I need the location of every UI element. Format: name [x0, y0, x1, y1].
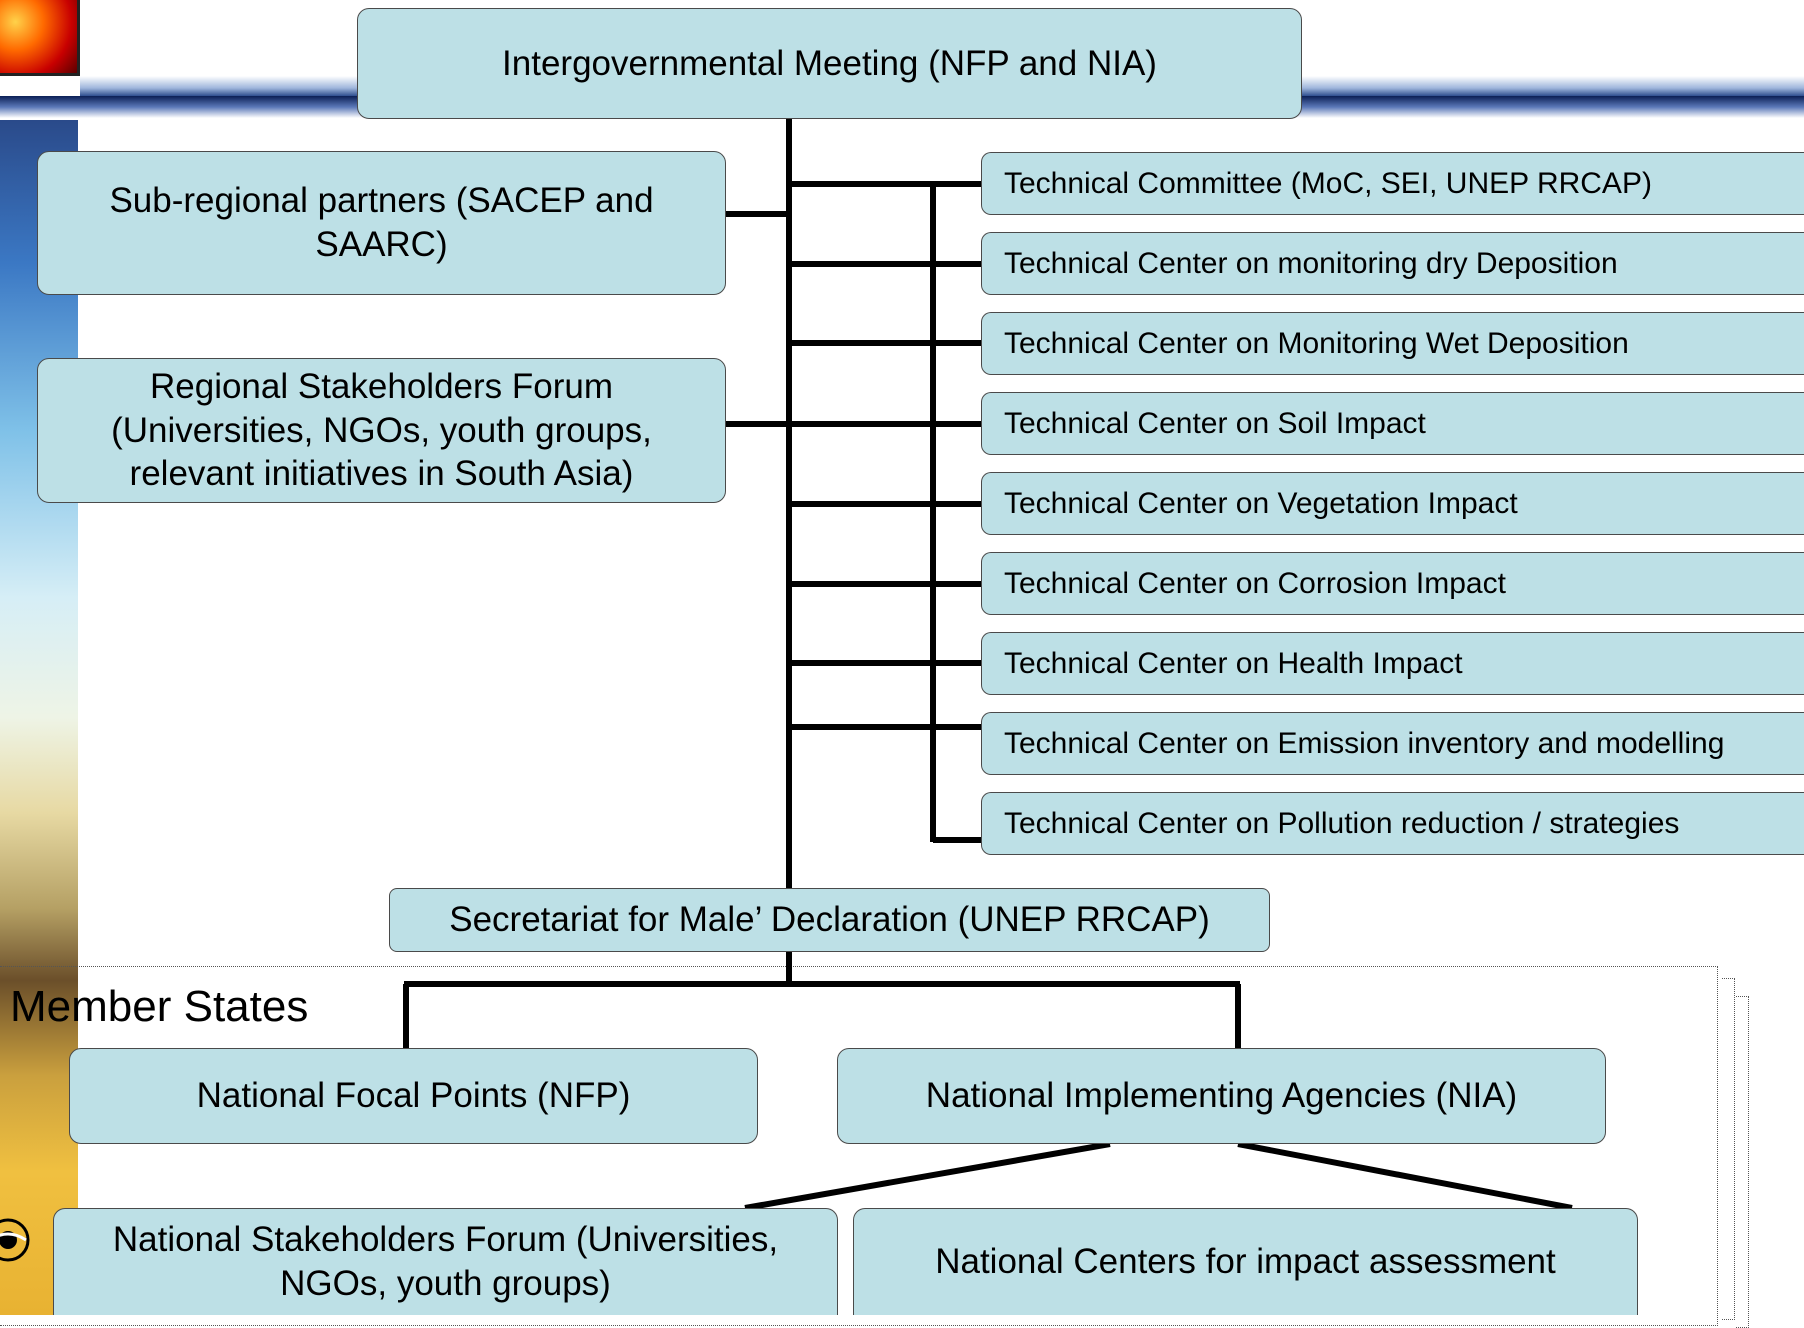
tc-soil-impact-box: Technical Center on Soil Impact	[981, 392, 1804, 455]
nfp-label: National Focal Points (NFP)	[196, 1076, 631, 1116]
corner-logo	[0, 0, 80, 76]
secretariat-label: Secretariat for Male’ Declaration (UNEP …	[449, 900, 1210, 940]
tc-emission-inventory-box: Technical Center on Emission inventory a…	[981, 712, 1804, 775]
tc-vegetation-impact-label: Technical Center on Vegetation Impact	[1004, 486, 1518, 520]
sub-regional-partners-label: Sub-regional partners (SACEP and SAARC)	[109, 181, 654, 264]
nia-to-centers	[1237, 1141, 1573, 1211]
regional-stakeholders-box: Regional Stakeholders Forum (Universitie…	[37, 358, 726, 503]
member-states-label: Member States	[10, 982, 309, 1031]
intergovernmental-meeting-box: Intergovernmental Meeting (NFP and NIA)	[357, 8, 1302, 119]
secretariat-box: Secretariat for Male’ Declaration (UNEP …	[389, 888, 1270, 952]
nia-box: National Implementing Agencies (NIA)	[837, 1048, 1606, 1144]
nia-label: National Implementing Agencies (NIA)	[925, 1076, 1518, 1116]
regional-stakeholders-label: Regional Stakeholders Forum (Universitie…	[111, 366, 652, 494]
left-decorative-strip	[0, 120, 78, 1315]
unep-emblem-icon	[0, 1218, 30, 1262]
tc-health-impact-box: Technical Center on Health Impact	[981, 632, 1804, 695]
technical-committee-label: Technical Committee (MoC, SEI, UNEP RRCA…	[1004, 166, 1652, 200]
national-centers-label: National Centers for impact assessment	[935, 1242, 1556, 1282]
tc-soil-impact-label: Technical Center on Soil Impact	[1004, 406, 1426, 440]
nfp-box: National Focal Points (NFP)	[69, 1048, 758, 1144]
tc-corrosion-impact-label: Technical Center on Corrosion Impact	[1004, 566, 1506, 600]
sub-regional-partners-box: Sub-regional partners (SACEP and SAARC)	[37, 151, 726, 295]
tc-health-impact-label: Technical Center on Health Impact	[1004, 646, 1463, 680]
tc-corrosion-impact-box: Technical Center on Corrosion Impact	[981, 552, 1804, 615]
tc-pollution-reduction-box: Technical Center on Pollution reduction …	[981, 792, 1804, 855]
tc-dry-deposition-label: Technical Center on monitoring dry Depos…	[1004, 246, 1618, 280]
tc-wet-deposition-box: Technical Center on Monitoring Wet Depos…	[981, 312, 1804, 375]
national-stakeholders-box: National Stakeholders Forum (Universitie…	[53, 1208, 838, 1315]
technical-committee-box: Technical Committee (MoC, SEI, UNEP RRCA…	[981, 152, 1804, 215]
nia-to-stakeholders	[744, 1141, 1111, 1211]
tc-dry-deposition-box: Technical Center on monitoring dry Depos…	[981, 232, 1804, 295]
tc-wet-deposition-label: Technical Center on Monitoring Wet Depos…	[1004, 326, 1629, 360]
intergovernmental-meeting-label: Intergovernmental Meeting (NFP and NIA)	[502, 43, 1157, 83]
national-centers-box: National Centers for impact assessment	[853, 1208, 1638, 1315]
tc-vegetation-impact-box: Technical Center on Vegetation Impact	[981, 472, 1804, 535]
national-stakeholders-label: National Stakeholders Forum (Universitie…	[112, 1220, 779, 1303]
tc-emission-inventory-label: Technical Center on Emission inventory a…	[1004, 726, 1725, 760]
tc-pollution-reduction-label: Technical Center on Pollution reduction …	[1004, 806, 1680, 840]
